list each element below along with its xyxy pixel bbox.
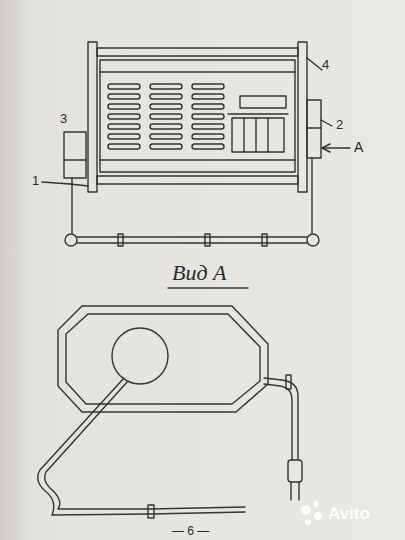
grille-slot [108,84,140,89]
grille-slot [192,134,224,139]
grille-slot [150,94,182,99]
grille-slot [150,104,182,109]
grille-slot [108,144,140,149]
grille-slot [192,124,224,129]
grille-slot [192,144,224,149]
grille-slot [150,114,182,119]
grille-slot [108,114,140,119]
watermark: Avito [328,505,370,522]
grille-slot [150,144,182,149]
grille-slot [108,124,140,129]
callout-number: 4 [322,58,329,71]
page-number: — 6 — [172,525,209,537]
grille-slot [192,114,224,119]
grille-slot [108,94,140,99]
callout-number: 1 [32,174,39,187]
callout-number: 2 [336,118,343,131]
grille-slot [108,104,140,109]
grille-slot [192,84,224,89]
grille-slot [108,134,140,139]
view-letter: А [354,140,363,154]
grille-slot [150,134,182,139]
view-title: Вид А [172,262,227,284]
callout-number: 3 [60,112,67,125]
grille-slot [150,124,182,129]
grille-slot [192,94,224,99]
grille-slot [192,104,224,109]
grille-slot [150,84,182,89]
